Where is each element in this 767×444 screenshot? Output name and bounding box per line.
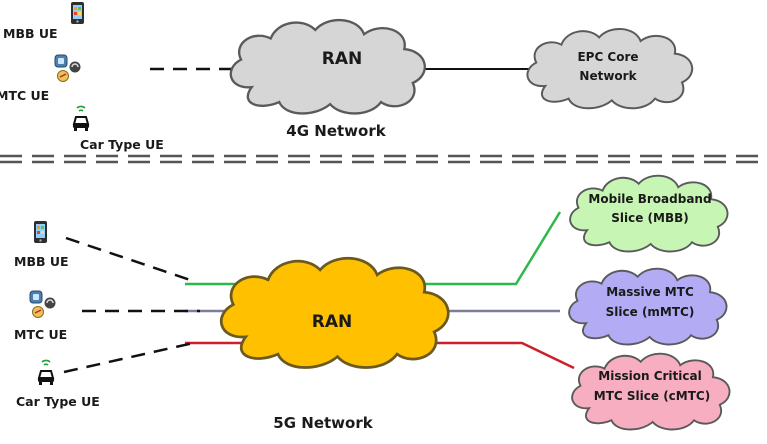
- epc-core-label-line2: Network: [579, 69, 637, 83]
- ran-label-4g: RAN: [322, 49, 362, 69]
- wifi-car-icon: [72, 105, 90, 132]
- ue-label-car-5g: Car Type UE: [16, 394, 100, 409]
- ran-label-5g: RAN: [312, 312, 352, 332]
- smartphone-icon: [71, 2, 84, 24]
- network-separator: [0, 154, 767, 164]
- mbb-slice-label-line1: Mobile Broadband: [588, 192, 711, 206]
- mbb-slice-label-line2: Slice (MBB): [611, 211, 689, 225]
- network-4g-section: MBB UE MTC UE Car Type UE RAN EPC Core N…: [0, 2, 692, 152]
- ue-label-mtc-4g: MTC UE: [0, 88, 49, 103]
- network-4g-title: 4G Network: [286, 122, 386, 140]
- link-5g-mbb-ue: [65, 236, 197, 284]
- mmtc-slice-label-line1: Massive MTC: [606, 285, 694, 299]
- wifi-car-icon: [37, 359, 55, 386]
- ue-label-mbb-4g: MBB UE: [3, 26, 58, 41]
- sensor-icon: [54, 54, 82, 83]
- network-5g-section: RAN Mobile Broadband Slice (MBB) Massive…: [14, 176, 730, 432]
- cmtc-slice-label-line1: Mission Critical: [598, 369, 701, 383]
- ue-label-car-4g: Car Type UE: [80, 137, 164, 152]
- mmtc-slice-label-line2: Slice (mMTC): [606, 305, 695, 319]
- smartphone-icon: [34, 221, 47, 243]
- cmtc-slice-label-line2: MTC Slice (cMTC): [594, 389, 710, 403]
- epc-core-label-line1: EPC Core: [577, 50, 638, 64]
- ue-label-mtc-5g: MTC UE: [14, 327, 67, 342]
- sensor-icon: [29, 290, 57, 319]
- link-5g-car-ue: [63, 340, 199, 374]
- ue-label-mbb-5g: MBB UE: [14, 254, 69, 269]
- network-5g-title: 5G Network: [273, 414, 373, 432]
